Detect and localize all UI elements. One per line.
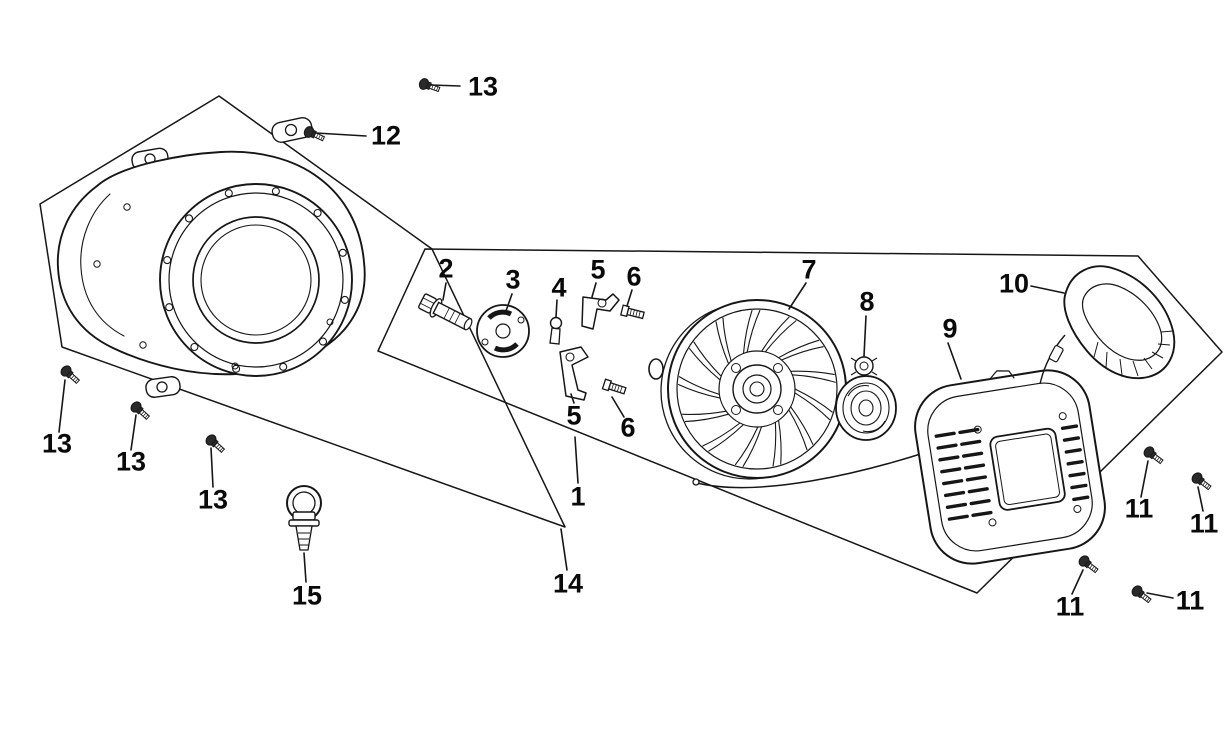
- recoil-housing-drawing: [914, 369, 1106, 565]
- starter-grip-drawing: [1039, 265, 1176, 385]
- screw-11-b: [1189, 470, 1214, 493]
- screw-11-a: [1141, 444, 1166, 467]
- screw-13-c: [203, 432, 228, 456]
- screw-11-d: [1129, 583, 1154, 606]
- friction-arm-lower-drawing: [559, 346, 589, 401]
- clip-pin-drawing: [286, 485, 322, 551]
- ratchet-plate-drawing: [476, 304, 530, 358]
- screw-13-b: [128, 399, 153, 423]
- friction-arm-upper-drawing: [581, 293, 620, 330]
- starter-rope: [692, 450, 931, 489]
- flywheel-drawing: [660, 299, 847, 480]
- callout-leader-lines: [58, 84, 1204, 599]
- bolt-upper-drawing: [620, 304, 645, 320]
- screw-11-c: [1076, 553, 1101, 576]
- pulley-bolt-drawing: [418, 293, 473, 331]
- screw-13-a: [58, 363, 83, 387]
- o-ring-drawing: [648, 358, 664, 380]
- pawl-pin-drawing: [549, 316, 563, 345]
- fan-cover-drawing: [56, 117, 366, 398]
- bolt-lower-drawing: [601, 378, 627, 395]
- screw-12: [302, 124, 327, 145]
- starter-cup-drawing: [835, 356, 897, 441]
